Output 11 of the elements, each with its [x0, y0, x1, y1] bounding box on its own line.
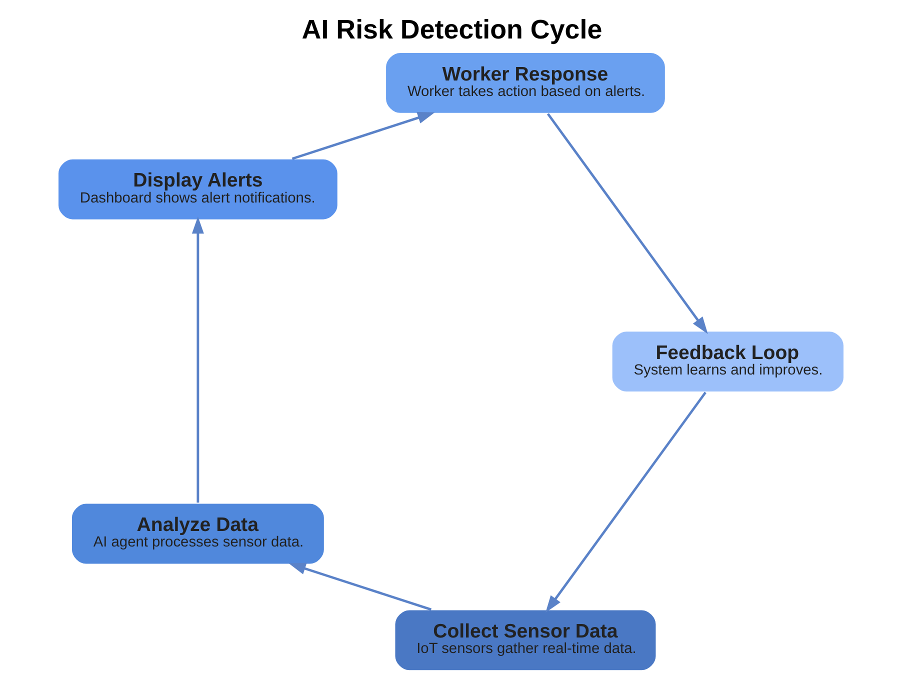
node-box: Worker Response Worker takes action based on alerts.	[384, 52, 666, 114]
arrow	[291, 112, 434, 160]
node-box: Feedback Loop System learns and improves.	[610, 330, 844, 393]
node-box: Display Alerts Dashboard shows alert notifications.	[56, 158, 338, 221]
node-box: Analyze Data AI agent processes sensor data.	[70, 502, 325, 565]
node-box: Collect Sensor Data IoT sensors gather real-time data.	[394, 609, 656, 672]
diagram-title: AI Risk Detection Cycle	[301, 14, 602, 44]
arrow	[288, 562, 432, 611]
arrow	[191, 216, 204, 503]
arrow	[545, 392, 706, 613]
arrow	[546, 113, 708, 334]
